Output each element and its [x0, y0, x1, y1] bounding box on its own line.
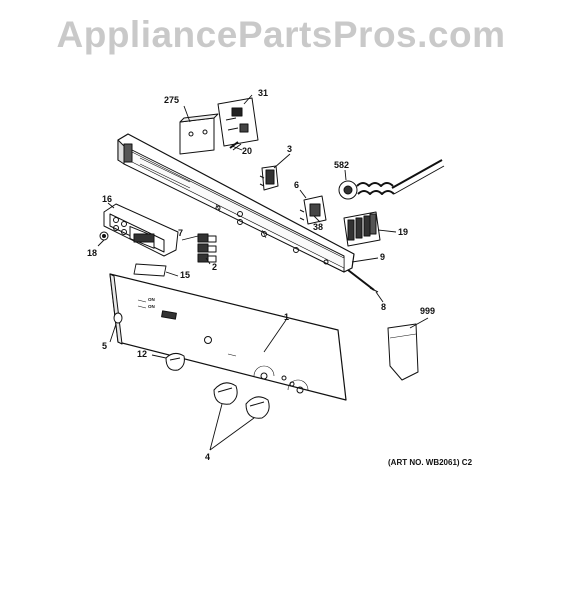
callout-18: 18 [87, 248, 98, 258]
rocker-switches-part [197, 233, 217, 263]
callout-12: 12 [137, 349, 148, 359]
screw-part [229, 141, 242, 151]
panel-knob-small [113, 312, 123, 324]
thermostat-part [338, 159, 445, 200]
small-knob-part [99, 231, 109, 241]
callout-31: 31 [258, 88, 269, 98]
callout-3: 3 [287, 144, 293, 154]
leader-lines [97, 94, 429, 451]
callout-4: 4 [205, 452, 211, 462]
callout-19: 19 [398, 227, 409, 237]
wire-part [347, 269, 379, 293]
circuit-board-part [217, 97, 259, 147]
callout-2: 2 [212, 262, 218, 272]
callout-999: 999 [420, 306, 436, 316]
relay-part [299, 195, 327, 225]
control-module-part [103, 203, 179, 257]
backsplash-frame [117, 133, 355, 273]
literature-envelope-part [387, 323, 419, 381]
callout-275: 275 [164, 95, 180, 105]
callout-16: 16 [102, 194, 113, 204]
panel-knob-12 [165, 352, 185, 371]
switch-part [259, 165, 279, 191]
callout-15: 15 [180, 270, 191, 280]
art-number-label: (ART NO. WB2061) C2 [388, 458, 473, 467]
callout-5: 5 [102, 341, 108, 351]
callout-7: 7 [178, 228, 184, 238]
callout-8: 8 [381, 302, 387, 312]
callout-20: 20 [242, 146, 253, 156]
callout-9: 9 [380, 252, 386, 262]
bracket-part [179, 113, 219, 155]
callout-1: 1 [284, 312, 290, 322]
terminal-block-part [343, 211, 381, 247]
callout-6: 6 [294, 180, 300, 190]
panel-on-mark-b: ON [148, 304, 155, 309]
callout-38: 38 [313, 222, 324, 232]
watermark-logo: AppliancePartsPros.com [56, 14, 506, 55]
overlay-part [133, 263, 167, 277]
oven-knobs-part [213, 382, 270, 419]
panel-on-mark-a: ON [148, 297, 155, 302]
callout-582: 582 [334, 160, 350, 170]
front-control-panel [109, 273, 347, 401]
